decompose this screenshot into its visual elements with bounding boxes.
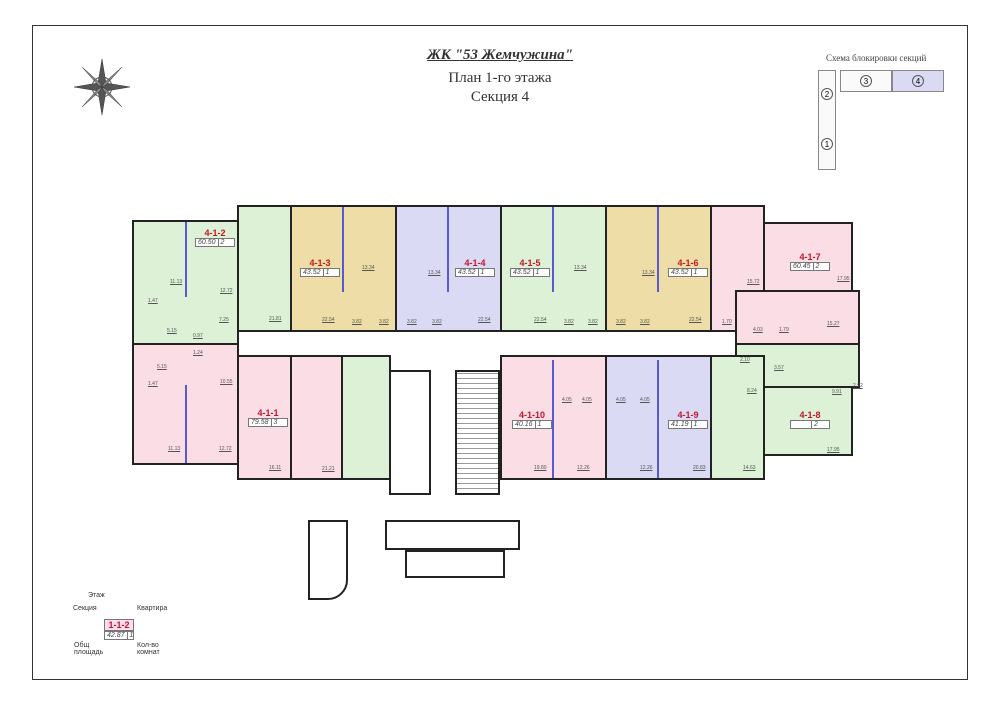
room-area-label: 12.26 bbox=[577, 465, 590, 471]
room-area-label: 1.79 bbox=[779, 327, 789, 333]
room-area-label: 15.72 bbox=[747, 279, 760, 285]
room-area-label: 11.13 bbox=[168, 446, 181, 452]
room-area-label: 12.26 bbox=[640, 465, 653, 471]
room-area-label: 5.15 bbox=[167, 328, 177, 334]
room-area-label: 0.97 bbox=[193, 333, 203, 339]
room-area-label: 1.70 bbox=[722, 319, 732, 325]
room-area-label: 1.47 bbox=[148, 298, 158, 304]
room-area-label: 4.03 bbox=[753, 327, 763, 333]
section-4-marker: 4 bbox=[912, 75, 924, 87]
room-area-label: 12.72 bbox=[219, 446, 232, 452]
section-title: Секция 4 bbox=[470, 89, 530, 105]
room-area-label: 22.54 bbox=[689, 317, 702, 323]
room-area-label: 1.24 bbox=[193, 350, 203, 356]
room-area-label: 13.34 bbox=[362, 265, 375, 271]
room-area-label: 22.54 bbox=[534, 317, 547, 323]
section-2-marker: 2 bbox=[821, 88, 833, 100]
room-area-label: 3.82 bbox=[564, 319, 574, 325]
room-area-label: 21.81 bbox=[269, 316, 282, 322]
room-area-label: 11.13 bbox=[170, 279, 183, 285]
drawing-frame bbox=[32, 25, 968, 680]
room-area-label: 4.05 bbox=[640, 397, 650, 403]
room-area-label: 21.21 bbox=[322, 466, 335, 472]
room-area-label: 4.05 bbox=[616, 397, 626, 403]
room-area-label: 4.05 bbox=[582, 397, 592, 403]
room-area-label: 13.34 bbox=[642, 270, 655, 276]
room-area-label: 2.10 bbox=[740, 357, 750, 363]
room-area-label: 22.54 bbox=[478, 317, 491, 323]
porch bbox=[308, 520, 348, 600]
compass-rose-icon bbox=[73, 58, 131, 116]
room-area-label: 3.82 bbox=[379, 319, 389, 325]
room-area-label: 10.55 bbox=[220, 379, 233, 385]
section-1-marker: 1 bbox=[821, 138, 833, 150]
plan-title: План 1-го этажа bbox=[448, 70, 552, 86]
room-area-label: 1.47 bbox=[148, 381, 158, 387]
room-area-label: 9.91 bbox=[832, 389, 842, 395]
room-area-label: 19.80 bbox=[534, 465, 547, 471]
room-area-label: 3.82 bbox=[407, 319, 417, 325]
room-area-label: 3.82 bbox=[352, 319, 362, 325]
room-area-label: 12.72 bbox=[220, 288, 233, 294]
room-area-label: 17.95 bbox=[827, 447, 840, 453]
room-area-label: 22.54 bbox=[322, 317, 335, 323]
room-area-label: 4.05 bbox=[562, 397, 572, 403]
room-area-label: 7.25 bbox=[219, 317, 229, 323]
room-area-label: 3.82 bbox=[640, 319, 650, 325]
room-area-label: 3.82 bbox=[616, 319, 626, 325]
room-area-label: 3.82 bbox=[432, 319, 442, 325]
room-area-label: 13.34 bbox=[574, 265, 587, 271]
room-area-label: 3.57 bbox=[774, 365, 784, 371]
room-area-label: 3.82 bbox=[588, 319, 598, 325]
room-area-label: 14.63 bbox=[743, 465, 756, 471]
staircase bbox=[455, 370, 500, 495]
room-area-label: 2.92 bbox=[853, 383, 863, 389]
room-area-label: 15.27 bbox=[827, 321, 840, 327]
room-area-label: 20.83 bbox=[693, 465, 706, 471]
complex-title: ЖК "53 Жемчужина" bbox=[426, 47, 574, 63]
room-area-label: 16.11 bbox=[269, 465, 282, 471]
room-area-label: 5.15 bbox=[157, 364, 167, 370]
section-3-marker: 3 bbox=[860, 75, 872, 87]
room-area-label: 8.24 bbox=[747, 388, 757, 394]
room-area-label: 17.95 bbox=[837, 276, 850, 282]
room-area-label: 13.34 bbox=[428, 270, 441, 276]
scheme-title: Схема блокировки секций bbox=[826, 53, 927, 63]
